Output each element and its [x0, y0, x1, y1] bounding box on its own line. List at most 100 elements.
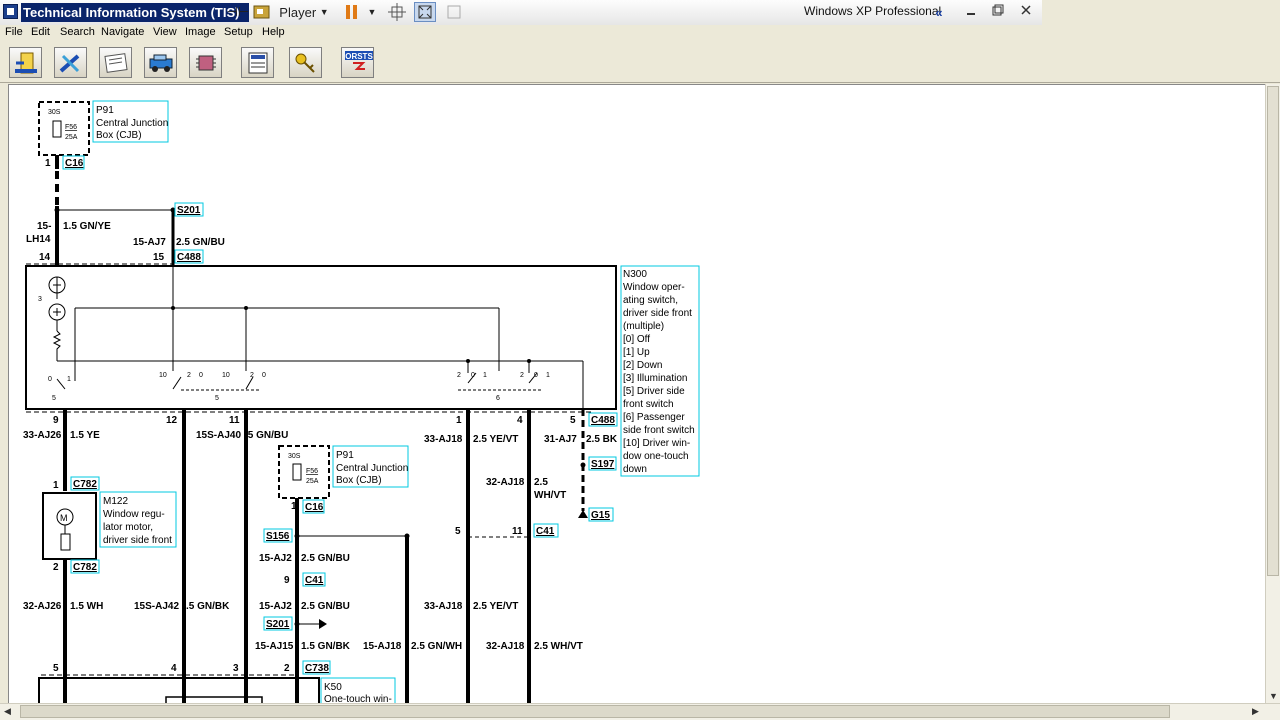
m122-callout[interactable]	[99, 491, 177, 548]
document-button[interactable]	[99, 47, 132, 78]
n300-line: [2] Down	[623, 360, 662, 371]
c41-top-callout[interactable]	[533, 523, 559, 538]
k50-label: K50	[324, 682, 342, 693]
c41-mid-pin: 9	[284, 575, 290, 586]
sw-zero-c: 0	[262, 372, 266, 379]
m122-line3: driver side front	[103, 535, 172, 546]
c488-top-callout[interactable]	[174, 249, 204, 264]
pause-options-icon[interactable]: ▼	[367, 7, 377, 17]
exit-button[interactable]	[9, 47, 42, 78]
k50-callout[interactable]	[320, 677, 396, 704]
key-button[interactable]	[289, 47, 322, 78]
n300-line: [3] Illumination	[623, 373, 687, 384]
menu-view[interactable]: View	[153, 26, 177, 38]
n300-line: [10] Driver win-	[623, 438, 690, 449]
s156-callout[interactable]	[263, 528, 293, 543]
p91-top-callout[interactable]	[92, 100, 169, 143]
diagram-canvas[interactable]: 30S F56 25A P91 Central Junction Box (CJ…	[8, 84, 1266, 704]
title-bar-background	[1042, 0, 1280, 25]
menu-image[interactable]: Image	[185, 26, 216, 38]
c16-top-conn: C16	[65, 158, 84, 169]
tools-button[interactable]	[54, 47, 87, 78]
w13-spec: 2.5 WH/VT	[534, 641, 583, 652]
c488-top-conn: C488	[177, 252, 201, 263]
mid-wire-circ: 15-AJ7	[133, 237, 166, 248]
c782-top-callout[interactable]	[70, 476, 100, 491]
scroll-down-icon[interactable]: ▼	[1269, 691, 1278, 701]
report-button[interactable]	[241, 47, 274, 78]
close-button[interactable]	[1015, 4, 1037, 20]
s201-top-callout[interactable]	[174, 202, 204, 217]
menu-setup[interactable]: Setup	[224, 26, 253, 38]
w4-circ: 31-AJ7	[544, 434, 577, 445]
s201-mid-label: S201	[266, 619, 290, 630]
os-label: Windows XP Professional	[804, 4, 942, 18]
menu-navigate[interactable]: Navigate	[101, 26, 145, 38]
pin-icon[interactable]: ⊣⊢	[226, 4, 250, 19]
illum-num: 3	[38, 296, 42, 303]
menu-edit[interactable]: Edit	[31, 26, 50, 38]
m122-line1: Window regu-	[103, 509, 165, 520]
w9-circ: 15-AJ2	[259, 601, 292, 612]
c488-pin-9: 9	[53, 415, 59, 426]
c16-mid-callout[interactable]	[302, 499, 325, 514]
p91-mid-desc1: Central Junction	[336, 463, 408, 474]
c738-pin-3: 3	[233, 663, 239, 674]
restore-button[interactable]	[987, 4, 1009, 20]
menu-file[interactable]: File	[5, 26, 23, 38]
m122-label: M122	[103, 496, 128, 507]
c782-bottom-callout[interactable]	[70, 559, 100, 574]
w8-circ: 15S-AJ42	[134, 601, 179, 612]
c16-top-callout[interactable]	[62, 155, 85, 170]
menu-help[interactable]: Help	[262, 26, 285, 38]
p91-top-label: P91	[96, 105, 114, 116]
c738-callout[interactable]	[302, 660, 331, 675]
scroll-right-icon[interactable]: ▶	[1252, 706, 1259, 716]
vehicle-button[interactable]	[144, 47, 177, 78]
move-icon[interactable]	[387, 2, 407, 22]
w12-spec: 2.5 GN/WH	[411, 641, 462, 652]
g15-label: G15	[591, 510, 610, 521]
w12-circ: 15-AJ18	[363, 641, 402, 652]
p91-mid-desc2: Box (CJB)	[336, 475, 382, 486]
app-icon[interactable]	[3, 4, 18, 19]
s201-mid-callout[interactable]	[263, 616, 293, 631]
p91-mid-pin: 30S	[288, 453, 301, 460]
collapse-icon[interactable]: «	[935, 4, 943, 20]
c738-pin-5: 5	[53, 663, 59, 674]
player-menu[interactable]: Player ▼	[278, 2, 330, 22]
c488-top-pin-l: 14	[39, 252, 51, 263]
fit-window-icon[interactable]	[414, 2, 436, 22]
sw-five: 5	[52, 395, 56, 402]
p91-mid-callout[interactable]	[332, 445, 409, 488]
scroll-left-icon[interactable]: ◀	[4, 706, 11, 716]
pause-icon[interactable]	[342, 2, 362, 22]
s197-callout[interactable]	[588, 456, 617, 471]
c488-bottom-callout[interactable]	[588, 412, 618, 427]
component-button[interactable]	[189, 47, 222, 78]
document-icon	[104, 53, 128, 73]
menu-search[interactable]: Search	[60, 26, 95, 38]
w11-circ: 15-AJ15	[255, 641, 294, 652]
s156-label: S156	[266, 531, 290, 542]
p91-top-box	[38, 101, 90, 156]
g15-callout[interactable]	[588, 507, 614, 522]
key-icon	[295, 53, 315, 73]
c738-pin-4: 4	[171, 663, 177, 674]
horizontal-scroll-thumb[interactable]	[20, 705, 1170, 718]
minimize-button[interactable]	[960, 4, 982, 20]
n300-label: N300	[623, 269, 647, 280]
title-bar: Technical Information System (TIS) ⊣⊢ Pl…	[0, 0, 1042, 26]
orsts-button[interactable]: ORSTS	[341, 47, 374, 78]
w11-spec: 1.5 GN/BK	[301, 641, 351, 652]
c488-pin-1: 1	[456, 415, 462, 426]
w3-spec: 2.5 YE/VT	[473, 434, 518, 445]
c41-mid-callout[interactable]	[302, 572, 326, 587]
player-icon[interactable]	[252, 2, 272, 22]
fullscreen-icon[interactable]	[444, 2, 464, 22]
n300-callout[interactable]	[620, 265, 700, 477]
w7-spec: 1.5 WH	[70, 601, 103, 612]
vertical-scroll-thumb[interactable]	[1267, 86, 1279, 576]
n300-line: [1] Up	[623, 347, 650, 358]
w3-circ: 33-AJ18	[424, 434, 463, 445]
